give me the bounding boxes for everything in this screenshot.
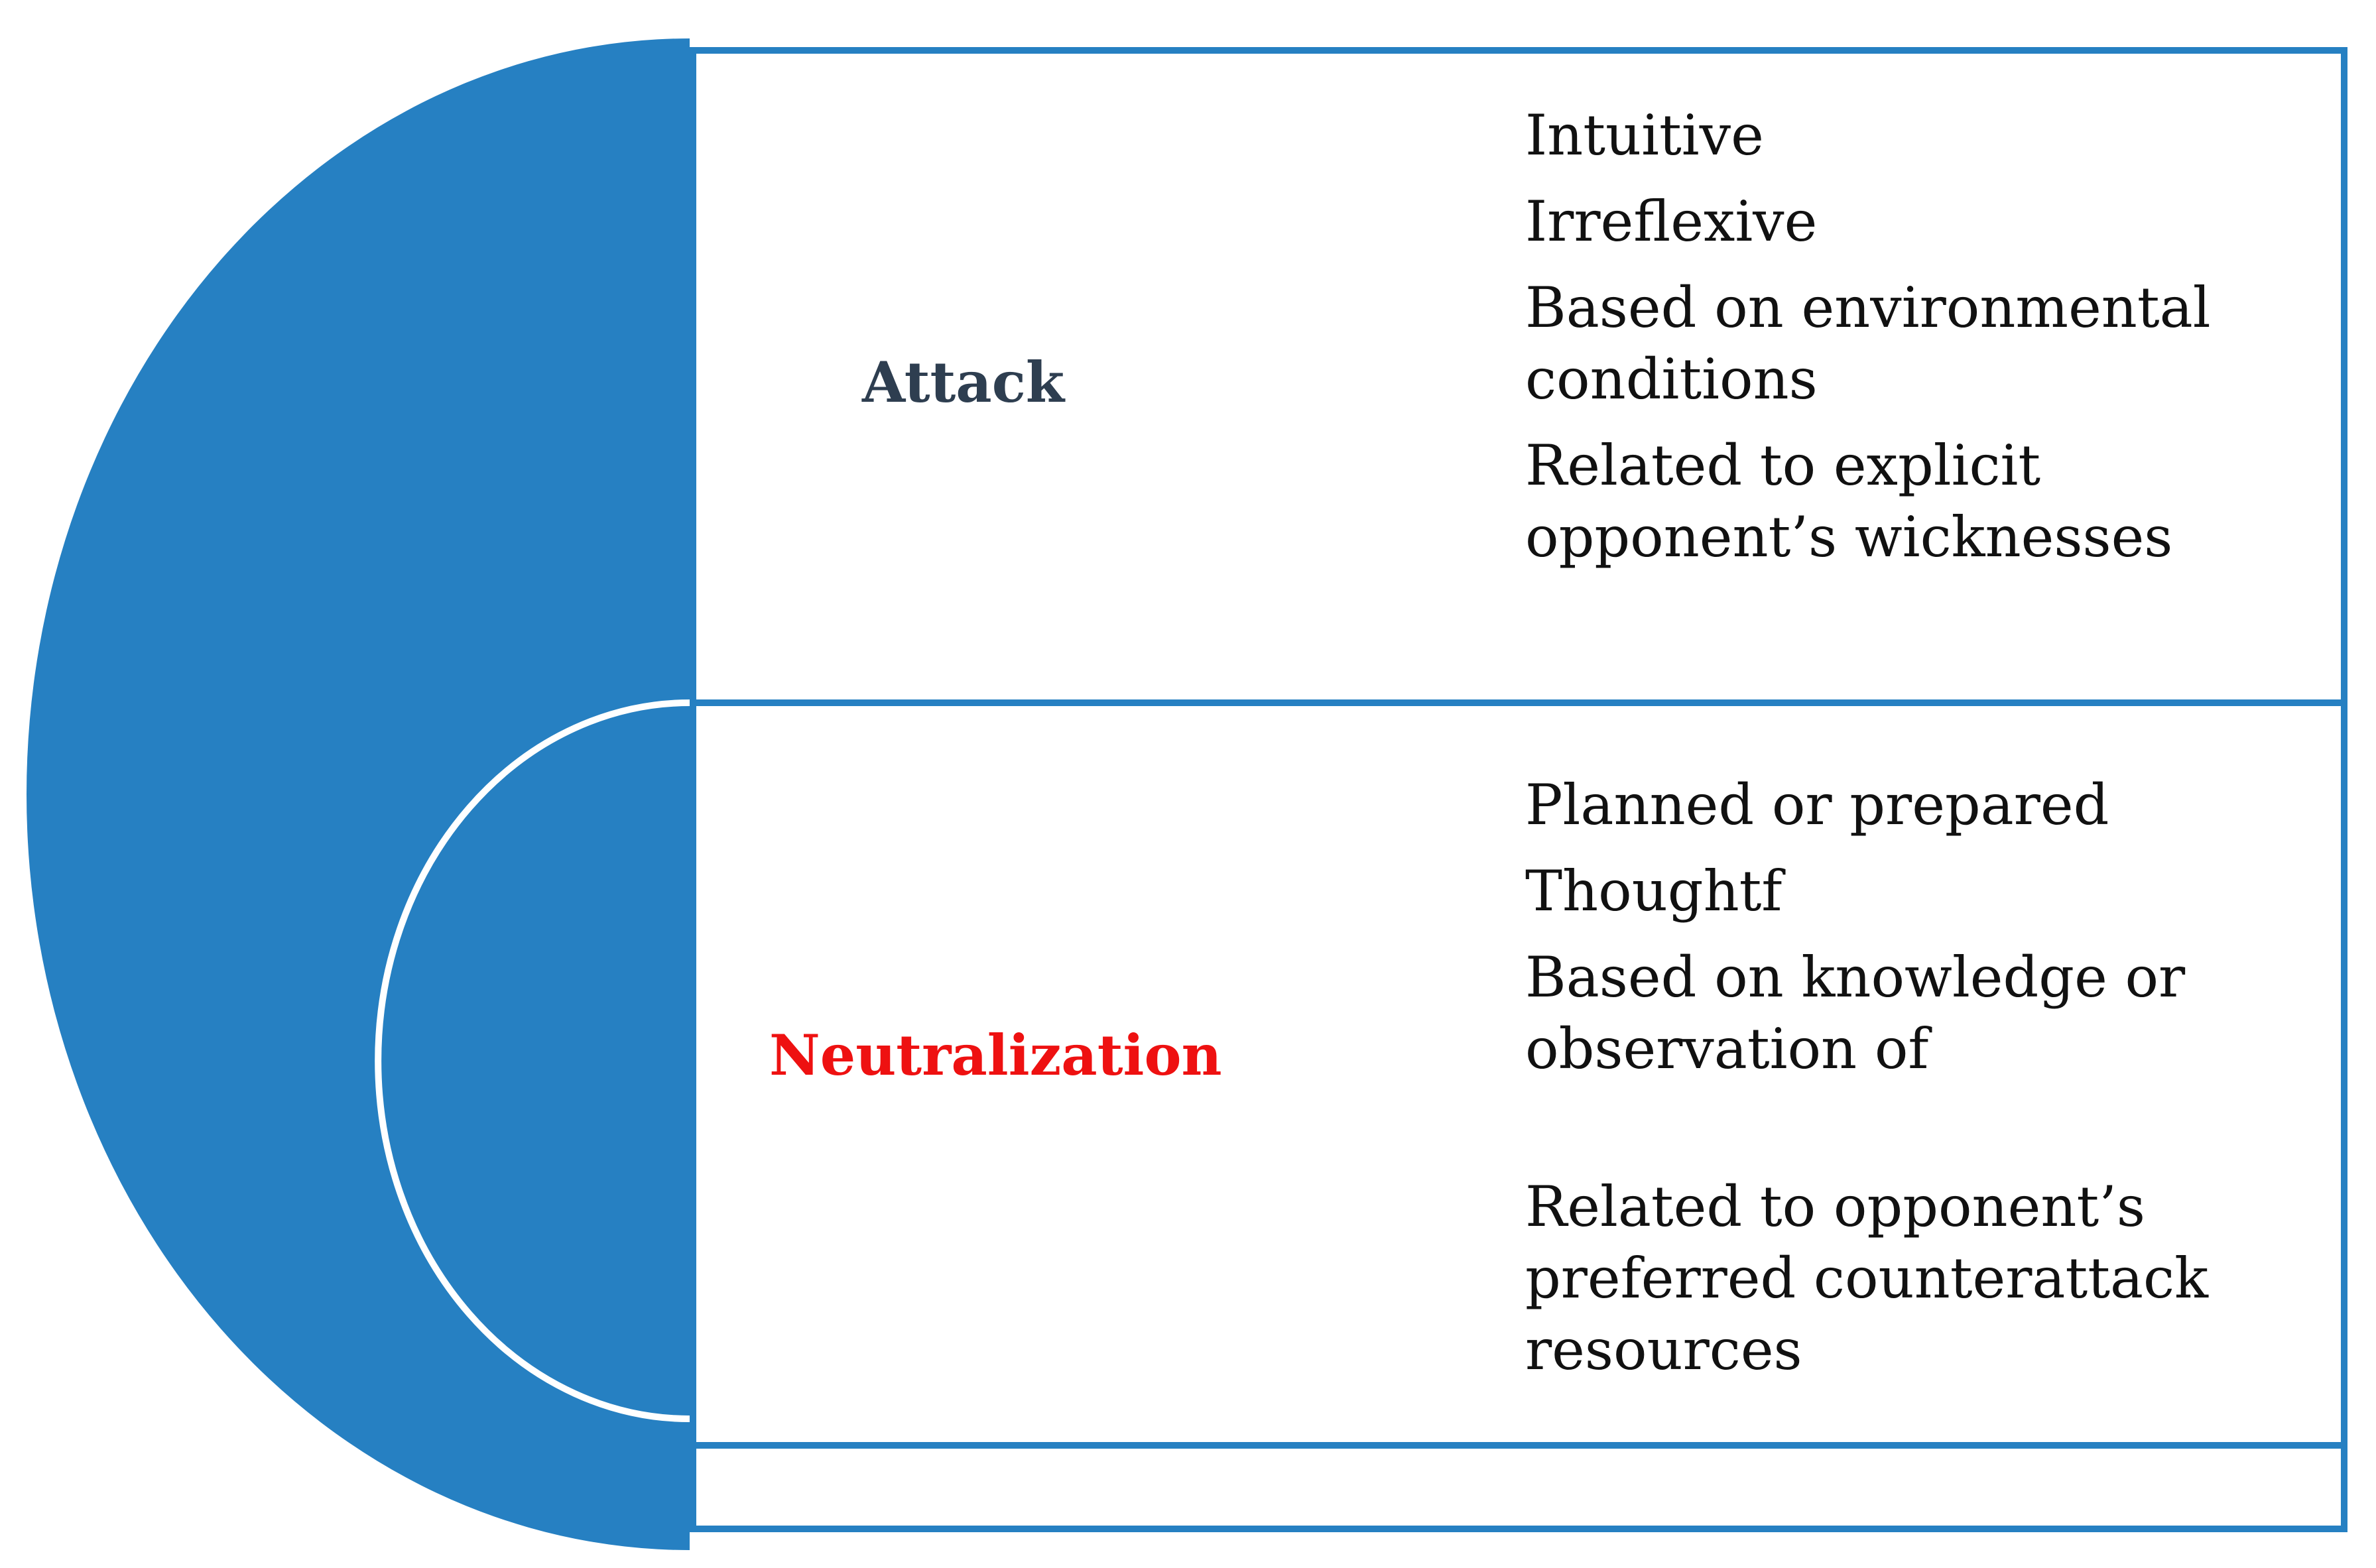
inner-half-ring bbox=[375, 699, 690, 1422]
attack-item: Based on environmental conditions bbox=[1525, 275, 2211, 412]
neutralization-label: Neutralization bbox=[769, 1022, 1222, 1088]
neutralization-items: Planned or prepared Thoughtf Based on kn… bbox=[1525, 769, 2308, 1400]
attack-item: Related to explicit opponent’s wicknesse… bbox=[1525, 433, 2173, 570]
neutralization-item: Thoughtf bbox=[1525, 859, 1782, 924]
neutralization-item: Related to opponent’s preferred countera… bbox=[1525, 1174, 2208, 1382]
bottom-strip-border bbox=[690, 1442, 2347, 1532]
attack-item: Irreflexive bbox=[1525, 189, 1818, 254]
neutralization-item: Planned or prepared bbox=[1525, 772, 2109, 837]
outer-half-circle bbox=[27, 38, 690, 1550]
attack-item: Intuitive bbox=[1525, 103, 1764, 168]
neutralization-item: Based on knowledge or observation of bbox=[1525, 945, 2186, 1081]
attack-items: Intuitive Irreflexive Based on environme… bbox=[1525, 99, 2308, 587]
attack-panel-border bbox=[690, 47, 2347, 706]
attack-label: Attack bbox=[862, 349, 1065, 415]
